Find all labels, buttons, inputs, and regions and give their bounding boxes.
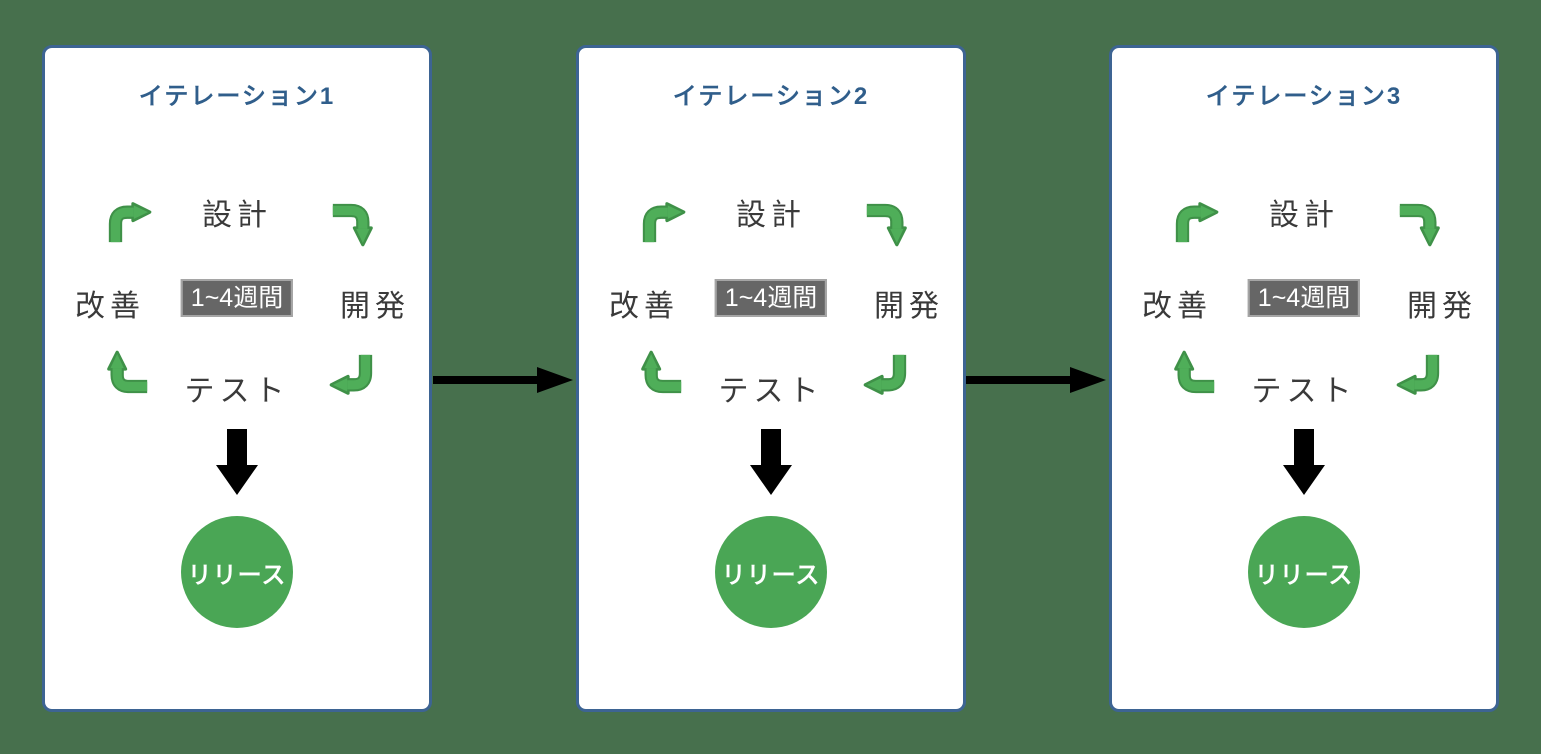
down-block-arrow-icon bbox=[750, 429, 792, 495]
cycle-step-improve: 改善 bbox=[75, 290, 145, 323]
down-block-arrow-icon bbox=[216, 429, 258, 495]
panel-title: イテレーション1 bbox=[138, 83, 336, 110]
curved-arrow-up-right-icon bbox=[103, 198, 153, 248]
curved-arrow-right-down-icon bbox=[861, 198, 911, 248]
cycle-step-develop: 開発 bbox=[874, 290, 944, 323]
curved-arrow-up-right-icon bbox=[637, 198, 687, 248]
duration-badge: 1~4週間 bbox=[180, 279, 294, 317]
release-circle: リリース bbox=[715, 516, 827, 628]
iteration-panel-3: イテレーション3 設計 改善 1~4週間 開発 テスト リリース bbox=[1109, 45, 1499, 712]
curved-arrow-right-down-icon bbox=[327, 198, 377, 248]
duration-badge: 1~4週間 bbox=[1247, 279, 1361, 317]
duration-badge: 1~4週間 bbox=[714, 279, 828, 317]
curved-arrow-down-left-icon bbox=[862, 349, 912, 399]
panel-title: イテレーション2 bbox=[672, 83, 870, 110]
curved-arrow-down-left-icon bbox=[1395, 349, 1445, 399]
cycle-step-design: 設計 bbox=[736, 199, 806, 232]
curved-arrow-right-down-icon bbox=[1394, 198, 1444, 248]
release-circle: リリース bbox=[1248, 516, 1360, 628]
curved-arrow-down-left-icon bbox=[328, 349, 378, 399]
down-block-arrow-icon bbox=[1283, 429, 1325, 495]
cycle-step-test: テスト bbox=[184, 375, 290, 408]
cycle-step-improve: 改善 bbox=[1142, 290, 1212, 323]
panel-title: イテレーション3 bbox=[1205, 83, 1403, 110]
release-circle: リリース bbox=[181, 516, 293, 628]
cycle-step-design: 設計 bbox=[202, 199, 272, 232]
cycle-step-improve: 改善 bbox=[609, 290, 679, 323]
cycle-step-develop: 開発 bbox=[340, 290, 410, 323]
cycle-step-develop: 開発 bbox=[1407, 290, 1477, 323]
iteration-panel-2: イテレーション2 設計 改善 1~4週間 開発 テスト リリース bbox=[576, 45, 966, 712]
iteration-panel-1: イテレーション1 設計 改善 1~4週間 開発 テスト リリース bbox=[42, 45, 432, 712]
flow-arrow-right-icon bbox=[433, 367, 573, 393]
cycle-step-test: テスト bbox=[1251, 375, 1357, 408]
flow-arrow-right-icon bbox=[966, 367, 1106, 393]
cycle-step-design: 設計 bbox=[1269, 199, 1339, 232]
curved-arrow-up-right-icon bbox=[1170, 198, 1220, 248]
cycle-step-test: テスト bbox=[718, 375, 824, 408]
